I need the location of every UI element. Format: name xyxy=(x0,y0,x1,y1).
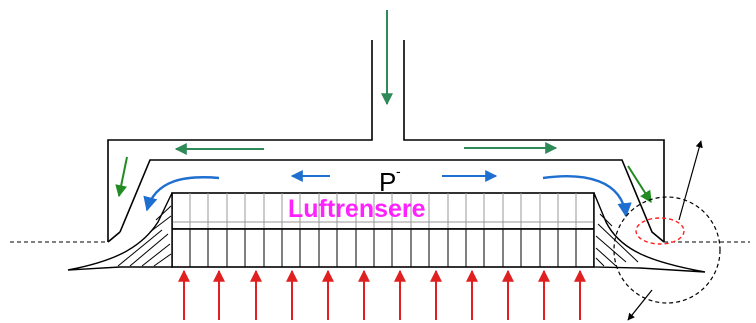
pressure-sign-label: - xyxy=(396,163,401,179)
edge-arrow-right xyxy=(627,165,652,204)
purifier-filter-top-cells xyxy=(172,193,594,229)
seal-left-hatching xyxy=(117,205,172,267)
edge-arrow-left xyxy=(115,156,128,198)
seal-right-hatching xyxy=(595,213,639,267)
hood-inner-wall xyxy=(119,159,665,243)
inflow-arrows xyxy=(178,269,586,320)
purifier-label: Luftrensere xyxy=(288,195,426,223)
purifier-filter-top xyxy=(171,192,595,230)
detail-circle xyxy=(613,196,721,304)
purifier-filter-bottom xyxy=(171,228,595,268)
hood-outer-wall xyxy=(107,40,665,242)
flow-curve-right xyxy=(542,175,632,218)
leak-arrow-down xyxy=(627,289,653,321)
hood-inner-wall-left-base xyxy=(107,231,121,243)
leak-circle xyxy=(635,217,685,245)
seal-left xyxy=(67,192,173,271)
leak-arrow-up xyxy=(678,140,703,221)
purifier-filter-bottom-cells xyxy=(189,229,577,267)
pressure-label: P xyxy=(379,167,396,197)
flow-curve-left xyxy=(143,176,220,212)
seal-right xyxy=(593,192,706,273)
